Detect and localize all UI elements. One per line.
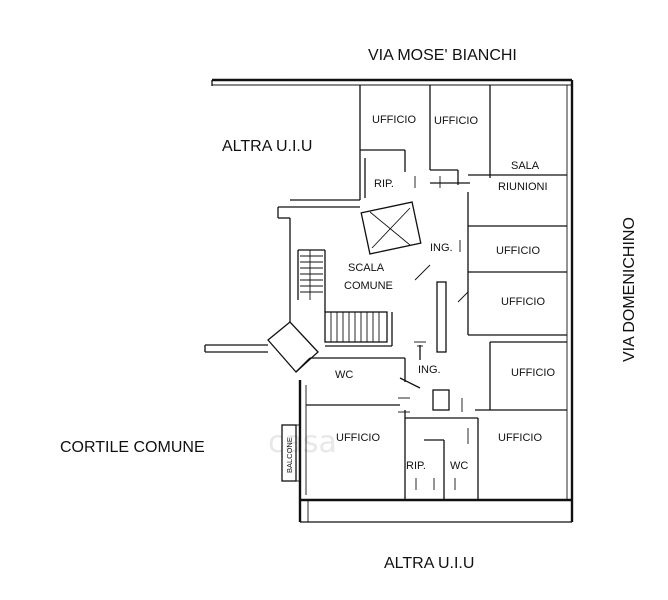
room-wc-bottom: WC [450, 460, 468, 472]
stair-label-line1: SCALA [348, 262, 385, 274]
neighbour-bottom-label: ALTRA U.I.U [384, 555, 474, 572]
room-rip-bottom: RIP. [406, 460, 426, 472]
stairwell [204, 201, 469, 373]
room-sala-line2: RIUNIONI [498, 181, 548, 193]
watermark-text: casa [268, 425, 337, 460]
entrance-top: ING. [430, 242, 453, 254]
street-top-label: VIA MOSE' BIANCHI [368, 47, 517, 64]
room-ufficio-3: UFFICIO [496, 245, 540, 257]
outer-walls [211, 78, 574, 523]
courtyard-label: CORTILE COMUNE [60, 439, 205, 456]
upper-interior-walls [360, 85, 567, 336]
room-sala-line1: SALA [511, 160, 540, 172]
neighbour-top-label: ALTRA U.I.U [222, 138, 312, 155]
stair-label-line2: COMUNE [344, 280, 393, 292]
balcony-label: BALCONE [285, 437, 294, 473]
street-right-label: VIA DOMENICHINO [621, 217, 638, 362]
lower-interior-walls [306, 341, 567, 500]
room-ufficio-1: UFFICIO [372, 114, 416, 126]
room-ufficio-6: UFFICIO [336, 432, 380, 444]
room-rip-top: RIP. [374, 178, 394, 190]
room-ufficio-5: UFFICIO [511, 367, 555, 379]
room-ufficio-2: UFFICIO [434, 115, 478, 127]
entrance-bottom: ING. [418, 364, 441, 376]
room-ufficio-7: UFFICIO [498, 432, 542, 444]
room-ufficio-4: UFFICIO [501, 296, 545, 308]
room-wc-left: WC [335, 369, 353, 381]
